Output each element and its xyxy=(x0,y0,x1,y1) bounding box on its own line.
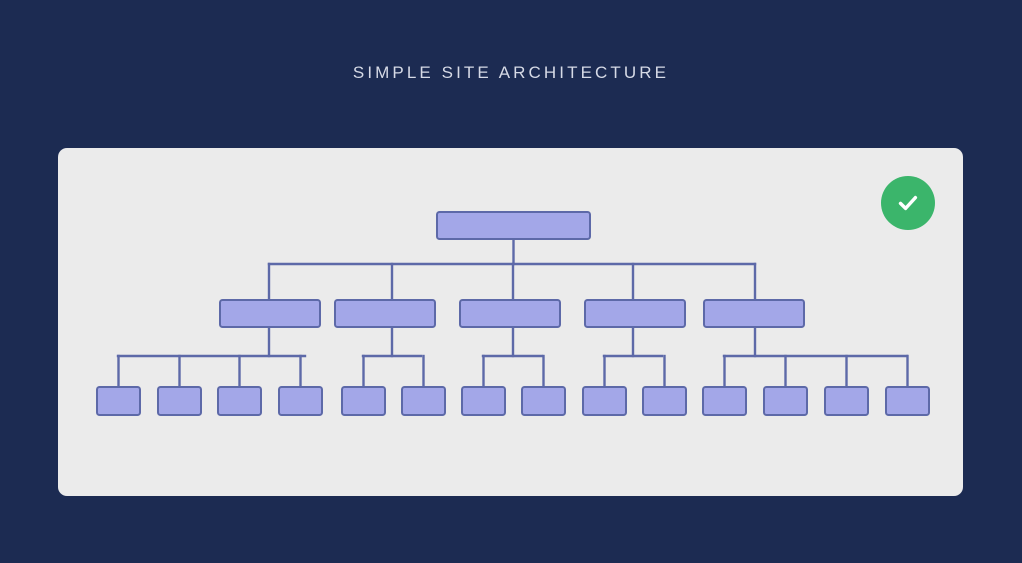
page-title: SIMPLE SITE ARCHITECTURE xyxy=(352,63,670,82)
node-level3-10[interactable] xyxy=(642,386,687,416)
node-level3-14[interactable] xyxy=(885,386,930,416)
node-level3-13[interactable] xyxy=(824,386,869,416)
node-level3-7[interactable] xyxy=(461,386,506,416)
node-level3-9[interactable] xyxy=(582,386,627,416)
node-level2-2[interactable] xyxy=(334,299,436,328)
check-icon xyxy=(898,195,918,211)
node-level3-4[interactable] xyxy=(278,386,323,416)
tree-links xyxy=(116,237,909,389)
site-architecture-tree xyxy=(96,211,930,416)
node-level3-1[interactable] xyxy=(96,386,141,416)
node-level3-12[interactable] xyxy=(763,386,808,416)
tree-nodes xyxy=(96,211,930,416)
node-level3-6[interactable] xyxy=(401,386,446,416)
node-level3-5[interactable] xyxy=(341,386,386,416)
diagram-panel xyxy=(58,148,963,496)
node-root[interactable] xyxy=(436,211,591,240)
node-level3-3[interactable] xyxy=(217,386,262,416)
node-level2-5[interactable] xyxy=(703,299,805,328)
status-badge[interactable] xyxy=(881,176,935,230)
node-level3-8[interactable] xyxy=(521,386,566,416)
node-level2-3[interactable] xyxy=(459,299,561,328)
node-level3-11[interactable] xyxy=(702,386,747,416)
node-level3-2[interactable] xyxy=(157,386,202,416)
node-level2-1[interactable] xyxy=(219,299,321,328)
node-level2-4[interactable] xyxy=(584,299,686,328)
